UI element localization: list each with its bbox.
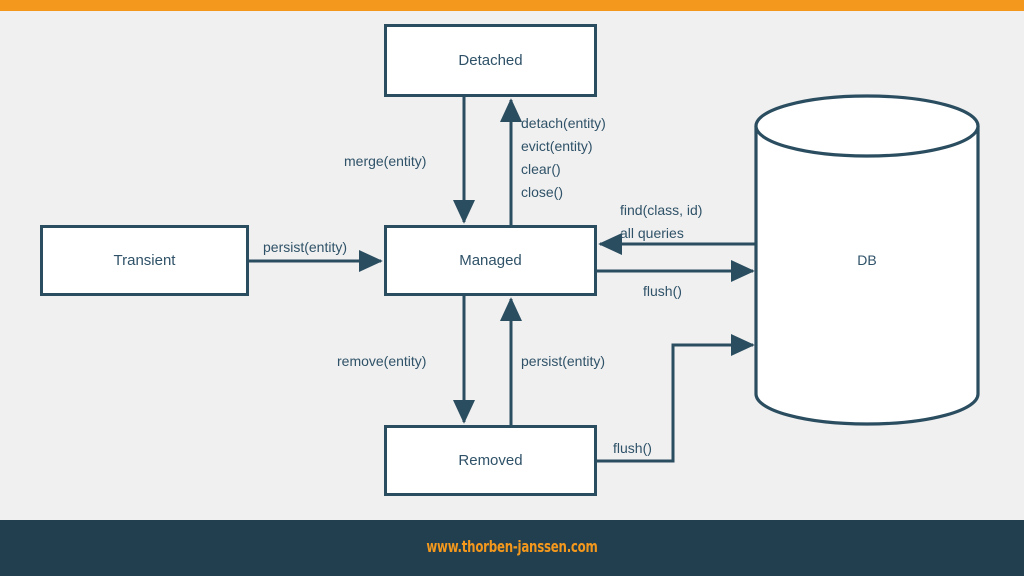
edge-label-find: find(class, id) all queries xyxy=(620,199,702,245)
edge-label-detach: detach(entity) evict(entity) clear() clo… xyxy=(521,112,606,204)
node-managed-label: Managed xyxy=(459,252,522,269)
node-managed[interactable]: Managed xyxy=(384,225,597,296)
footer-bar xyxy=(0,520,1024,576)
edge-label-flush-removed: flush() xyxy=(613,440,652,456)
node-removed[interactable]: Removed xyxy=(384,425,597,496)
node-detached[interactable]: Detached xyxy=(384,24,597,97)
edge-label-persist-removed: persist(entity) xyxy=(521,353,606,369)
footer-website-url: www.thorben-janssen.com xyxy=(426,537,598,556)
edge-flush-removed-arrow xyxy=(597,333,755,463)
edge-label-find-line-2: all queries xyxy=(620,225,684,241)
edge-label-detach-line-4: close() xyxy=(521,184,564,200)
node-removed-label: Removed xyxy=(458,452,523,469)
edge-label-detach-line-3: clear() xyxy=(521,161,561,177)
edge-label-merge: merge(entity) xyxy=(344,153,427,169)
db-cylinder-top xyxy=(754,94,980,158)
node-detached-label: Detached xyxy=(458,52,523,69)
edge-label-remove: remove(entity) xyxy=(337,353,427,369)
edge-label-flush-managed: flush() xyxy=(643,283,682,299)
node-transient[interactable]: Transient xyxy=(40,225,249,296)
edge-label-detach-line-1: detach(entity) xyxy=(521,115,606,131)
node-db[interactable] xyxy=(753,94,981,426)
top-accent-bar xyxy=(0,0,1024,11)
node-transient-label: Transient xyxy=(113,252,176,269)
db-cylinder-body xyxy=(754,126,980,426)
edge-label-detach-line-2: evict(entity) xyxy=(521,138,593,154)
node-db-label: DB xyxy=(857,252,877,268)
edge-label-persist-transient: persist(entity) xyxy=(263,239,348,255)
edge-label-find-line-1: find(class, id) xyxy=(620,202,703,218)
